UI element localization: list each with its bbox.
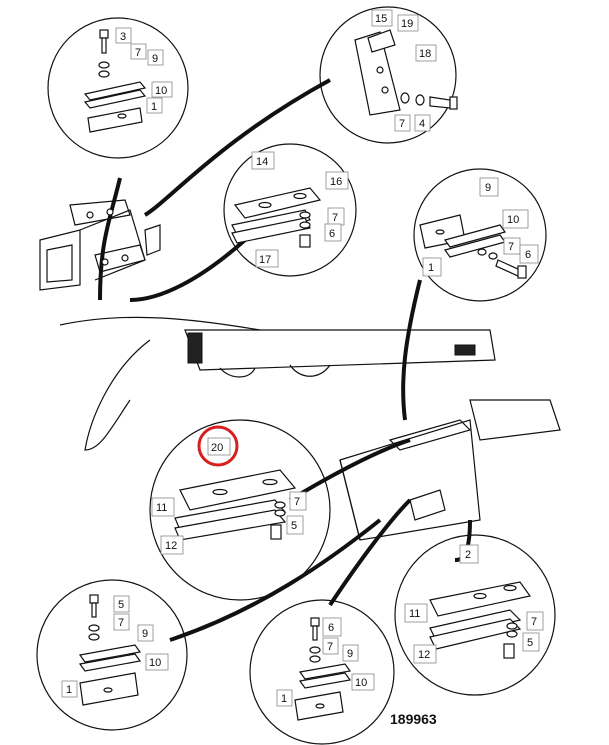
callout-label: 5 xyxy=(286,515,304,535)
svg-text:5: 5 xyxy=(291,520,297,532)
svg-text:20: 20 xyxy=(211,442,223,454)
callout-label: 7 xyxy=(526,611,544,631)
svg-text:7: 7 xyxy=(118,617,124,629)
callout-label: 7 xyxy=(322,637,339,655)
callout-label: 6 xyxy=(322,617,342,637)
svg-text:9: 9 xyxy=(485,182,491,194)
callout-label: 5 xyxy=(522,632,540,652)
callout-circle-5: 20 11 7 5 12 xyxy=(149,419,331,601)
svg-text:17: 17 xyxy=(259,254,271,266)
callout-label: 12 xyxy=(160,535,184,555)
bolt-head xyxy=(99,29,109,39)
callout-circle-8: 6 7 9 10 1 xyxy=(249,599,395,745)
callout-label: 6 xyxy=(324,223,342,242)
svg-text:7: 7 xyxy=(332,212,338,224)
connector-lines xyxy=(98,78,472,642)
svg-text:6: 6 xyxy=(328,622,334,634)
svg-text:6: 6 xyxy=(329,228,335,240)
svg-text:7: 7 xyxy=(294,496,300,508)
callout-label: 4 xyxy=(414,114,431,132)
svg-text:16: 16 xyxy=(330,176,342,188)
svg-text:7: 7 xyxy=(531,616,537,628)
callout-label: 11 xyxy=(151,497,175,517)
svg-text:9: 9 xyxy=(142,628,148,640)
callout-label: 2 xyxy=(459,544,479,564)
callout-label: 6 xyxy=(519,244,539,264)
highlight-ring xyxy=(197,425,239,467)
svg-text:15: 15 xyxy=(375,13,387,25)
callout-circle-2: 15 19 18 7 4 xyxy=(319,6,458,144)
callout-label: 1 xyxy=(276,689,293,707)
callout-label: 7 xyxy=(327,207,345,226)
callout-label: 7 xyxy=(503,237,521,255)
callout-label: 15 xyxy=(371,9,393,27)
svg-text:19: 19 xyxy=(401,18,413,30)
svg-text:12: 12 xyxy=(165,540,177,552)
callout-label: 9 xyxy=(137,624,154,642)
callout-label: 1 xyxy=(146,97,163,114)
callout-circle-4: 9 10 7 6 1 xyxy=(413,168,547,302)
svg-text:11: 11 xyxy=(156,502,167,514)
callout-label: 5 xyxy=(113,595,130,613)
callout-label: 7 xyxy=(394,114,411,132)
svg-text:7: 7 xyxy=(508,241,514,253)
diagram-reference-number: 189963 xyxy=(390,711,437,727)
svg-text:2: 2 xyxy=(465,549,471,561)
svg-text:10: 10 xyxy=(507,214,519,226)
svg-text:10: 10 xyxy=(149,657,161,669)
svg-text:4: 4 xyxy=(419,118,425,130)
callout-label: 18 xyxy=(415,44,437,62)
svg-text:11: 11 xyxy=(409,608,420,620)
svg-text:1: 1 xyxy=(281,693,287,705)
svg-text:6: 6 xyxy=(525,249,531,261)
svg-text:12: 12 xyxy=(418,649,430,661)
svg-text:18: 18 xyxy=(419,48,431,60)
callout-label: 9 xyxy=(147,49,164,66)
callout-label: 16 xyxy=(325,171,349,190)
callout-label: 7 xyxy=(289,491,307,511)
callout-circle-3: 14 16 7 6 17 xyxy=(223,143,357,277)
callout-label: 17 xyxy=(255,249,279,268)
callout-label: 3 xyxy=(115,27,132,44)
svg-text:5: 5 xyxy=(118,599,124,611)
svg-text:10: 10 xyxy=(355,677,367,689)
callout-label: 10 xyxy=(502,209,529,229)
callout-label: 1 xyxy=(422,257,442,277)
callout-label: 12 xyxy=(413,644,437,664)
callout-label: 10 xyxy=(145,653,169,671)
callout-label: 1 xyxy=(61,680,78,698)
highlight-label: 20 xyxy=(197,425,239,467)
callout-label: 7 xyxy=(113,613,130,631)
clamp-block xyxy=(454,344,476,356)
svg-text:1: 1 xyxy=(151,101,157,113)
svg-text:14: 14 xyxy=(256,156,268,168)
svg-text:9: 9 xyxy=(347,648,353,660)
svg-text:9: 9 xyxy=(152,53,158,65)
callout-label: 19 xyxy=(397,14,419,32)
callout-label: 10 xyxy=(351,673,375,691)
machine-outline xyxy=(59,316,561,541)
bolt-shank xyxy=(101,37,107,54)
machine-tube-top-left xyxy=(39,199,161,291)
callout-circle-7: 5 7 9 10 1 xyxy=(36,579,188,731)
clamp-block xyxy=(187,332,203,364)
callout-circle-6: 2 11 7 5 12 xyxy=(394,534,556,696)
callout-label: 9 xyxy=(479,177,499,197)
svg-text:7: 7 xyxy=(135,47,141,59)
svg-text:10: 10 xyxy=(155,85,167,97)
callout-label: 10 xyxy=(151,81,173,98)
callout-circle-1: 3 7 9 10 1 xyxy=(47,17,189,159)
svg-text:3: 3 xyxy=(120,31,126,43)
callout-label: 7 xyxy=(130,43,147,60)
svg-text:1: 1 xyxy=(428,262,434,274)
svg-text:7: 7 xyxy=(327,641,333,653)
svg-text:5: 5 xyxy=(527,637,533,649)
callout-label: 14 xyxy=(251,151,275,170)
callout-label: 11 xyxy=(404,603,428,623)
svg-text:1: 1 xyxy=(66,684,72,696)
callout-label: 9 xyxy=(342,644,359,662)
svg-text:7: 7 xyxy=(399,118,405,130)
